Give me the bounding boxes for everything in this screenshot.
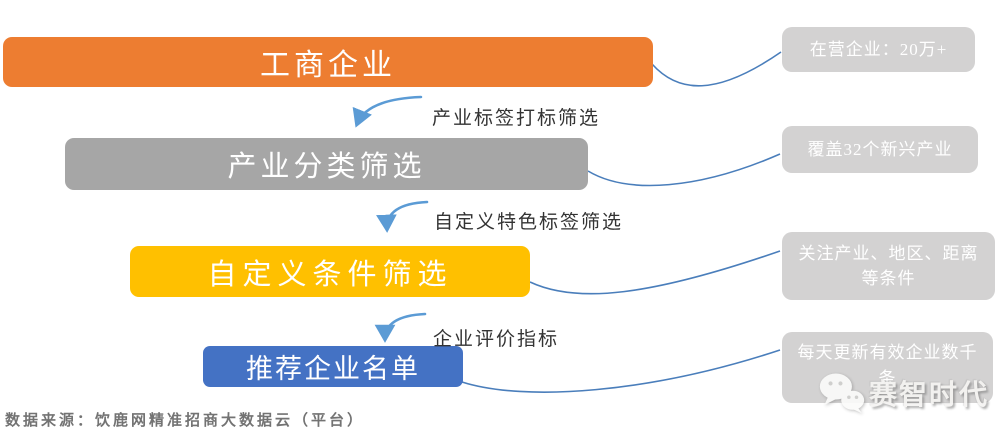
- flow-label-evaluation-metrics: 企业评价指标: [433, 329, 560, 350]
- step-custom-condition-filter: 自定义条件筛选: [130, 246, 530, 297]
- flow-arrow-3: [374, 312, 427, 343]
- flow-label-industry-tagging: 产业标签打标筛选: [432, 108, 601, 129]
- connector-line-step1-callout1: [651, 51, 782, 87]
- callout-daily-update: 每天更新有效企业数千条: [782, 332, 993, 403]
- wechat-icon: [819, 373, 865, 414]
- flow-arrow-2: [376, 200, 429, 233]
- step-label: 工商企业: [260, 49, 396, 82]
- brand-watermark: 赛智时代: [818, 372, 989, 414]
- callout-text: 关注产业、地区、距离等条件: [798, 243, 979, 289]
- flow-arrow-1: [352, 95, 423, 128]
- step-commercial-enterprises: 工商企业: [3, 37, 653, 87]
- callout-condition-focus: 关注产业、地区、距离等条件: [782, 232, 995, 300]
- callout-text: 在营企业：20万+: [809, 39, 948, 59]
- step-label: 推荐企业名单: [246, 354, 420, 384]
- step-label: 自定义条件筛选: [207, 258, 453, 291]
- callout-emerging-industries: 覆盖32个新兴产业: [782, 126, 978, 173]
- connector-line-step4-callout4: [461, 349, 781, 393]
- callout-text: 每天更新有效企业数千条: [797, 343, 978, 388]
- callout-text: 覆盖32个新兴产业: [807, 139, 953, 159]
- callout-operating-enterprises: 在营企业：20万+: [782, 27, 975, 72]
- data-source-note: 数据来源：饮鹿网精准招商大数据云（平台）: [5, 413, 366, 429]
- step-industry-classification-filter: 产业分类筛选: [65, 138, 588, 190]
- step-recommended-enterprise-list: 推荐企业名单: [203, 346, 463, 387]
- flow-label-custom-feature-tag: 自定义特色标签筛选: [434, 212, 624, 233]
- connector-line-step3-callout3: [529, 250, 781, 295]
- step-label: 产业分类筛选: [227, 151, 426, 183]
- brand-name: 赛智时代: [869, 380, 990, 411]
- connector-line-step2-callout2: [587, 153, 781, 187]
